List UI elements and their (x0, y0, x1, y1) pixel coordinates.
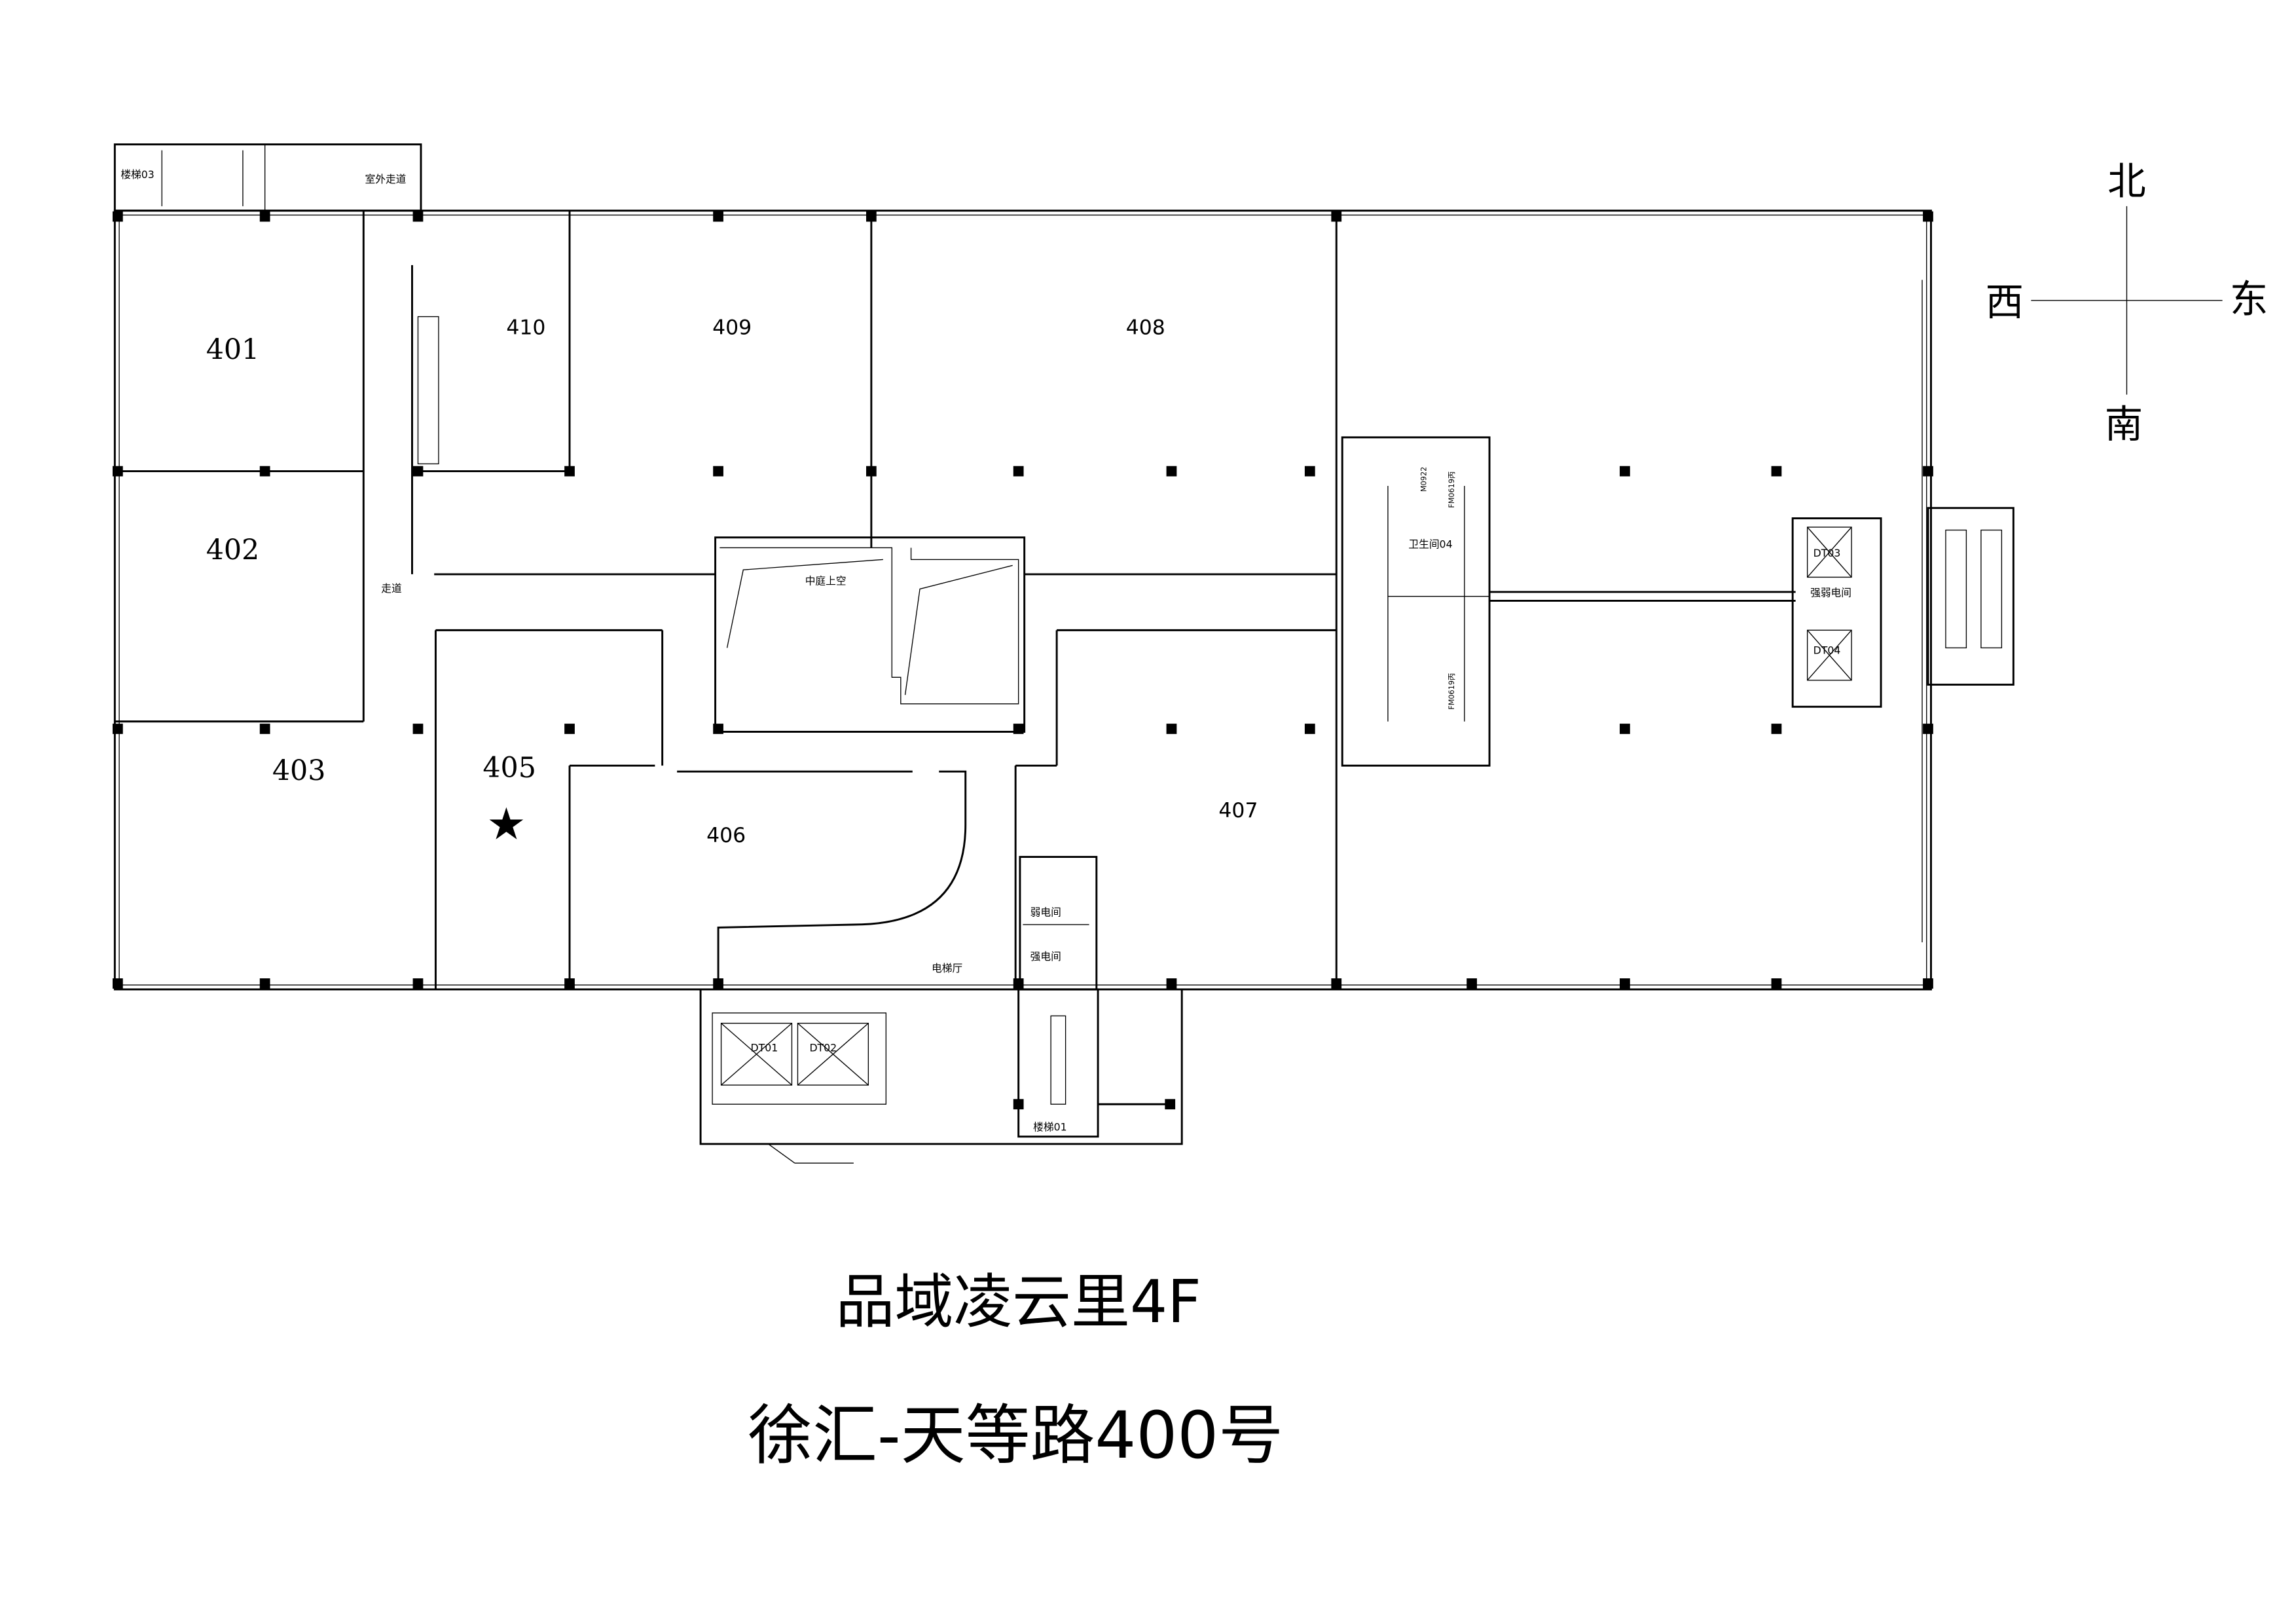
structural-column (713, 724, 723, 734)
structural-column (1165, 1099, 1176, 1110)
structural-column (1923, 211, 1933, 222)
room-403[interactable]: 403 (272, 755, 326, 788)
structural-column (112, 978, 123, 989)
structural-column (1013, 466, 1024, 477)
room-407[interactable]: 407 (1218, 799, 1258, 822)
restroom-block (1341, 436, 1491, 767)
room-410[interactable]: 410 (506, 316, 545, 339)
structural-column (1013, 978, 1024, 989)
compass-east: 东 (2230, 277, 2268, 322)
structural-column (1771, 466, 1782, 477)
structural-column (1304, 724, 1315, 734)
structural-column (866, 466, 877, 477)
label-dt02: DT02 (809, 1041, 837, 1054)
structural-column (1923, 978, 1933, 989)
structural-column (564, 466, 575, 477)
structural-column (1923, 724, 1933, 734)
structural-column (1923, 466, 1933, 477)
structural-column (112, 724, 123, 734)
compass: 北 南 西 东 (1986, 159, 2269, 447)
room-labels: 401 402 403 405 406 407 408 409 410 ★ 楼梯… (120, 168, 1851, 1134)
label-fm-door-1: FM0619丙 (1448, 471, 1456, 508)
stair-east (1927, 507, 2014, 686)
room-406[interactable]: 406 (706, 824, 746, 847)
label-corridor: 走道 (381, 582, 402, 595)
structural-column (259, 466, 270, 477)
structural-column (259, 978, 270, 989)
label-power-room-east: 强弱电间 (1810, 587, 1851, 599)
room-401[interactable]: 401 (206, 334, 260, 367)
elevator-core-east (1791, 517, 1882, 708)
structural-column (1771, 978, 1782, 989)
label-outdoor-corridor: 室外走道 (365, 173, 407, 185)
structural-column (1331, 978, 1342, 989)
label-dt01: DT01 (751, 1041, 778, 1054)
structural-column (1467, 978, 1477, 989)
stair-01-block (1017, 988, 1099, 1138)
label-fm-door-2: FM0619丙 (1448, 673, 1456, 710)
structural-column (259, 211, 270, 222)
structural-column (412, 978, 424, 989)
structural-column (259, 724, 270, 734)
label-stair01: 楼梯01 (1033, 1121, 1066, 1134)
structural-column (1166, 724, 1177, 734)
structural-column (412, 211, 424, 222)
walls (112, 143, 2014, 1164)
room-405[interactable]: 405 (483, 752, 536, 784)
structural-column (412, 724, 424, 734)
structural-column (1166, 978, 1177, 989)
label-restroom04: 卫生间04 (1408, 538, 1452, 550)
plan-address: 徐汇-天等路400号 (748, 1398, 1283, 1473)
room-402[interactable]: 402 (206, 534, 260, 566)
compass-north: 北 (2107, 159, 2145, 204)
structural-column (1013, 724, 1024, 734)
structural-column (1620, 466, 1630, 477)
structural-column (1620, 724, 1630, 734)
atrium-void (714, 536, 1026, 733)
label-dt04: DT04 (1813, 644, 1841, 656)
label-strong-power-room: 强电间 (1030, 950, 1061, 963)
structural-column (713, 466, 723, 477)
room-409[interactable]: 409 (712, 316, 752, 339)
label-m-door: M0922 (1419, 467, 1428, 492)
structural-column (713, 978, 723, 989)
structural-column (1771, 724, 1782, 734)
structural-column (713, 211, 723, 222)
structural-column (866, 211, 877, 222)
structural-column (112, 466, 123, 477)
label-elevator-hall: 电梯厅 (932, 962, 962, 974)
label-weak-power-room: 弱电间 (1030, 906, 1061, 918)
label-atrium: 中庭上空 (805, 575, 847, 587)
structural-column (1013, 1099, 1024, 1110)
label-stair03: 楼梯03 (120, 168, 154, 181)
stair-03-block (113, 143, 422, 212)
structural-column (1620, 978, 1630, 989)
structural-column (1331, 211, 1342, 222)
plan-title: 品域凌云里4F (835, 1268, 1201, 1337)
compass-south: 南 (2105, 402, 2143, 447)
structural-column (564, 724, 575, 734)
structural-column (1166, 466, 1177, 477)
structural-column (412, 466, 424, 477)
structural-column (112, 211, 123, 222)
label-dt03: DT03 (1813, 547, 1841, 559)
star-icon: ★ (486, 800, 526, 849)
structural-column (1304, 466, 1315, 477)
compass-west: 西 (1986, 280, 2024, 324)
structural-column (564, 978, 575, 989)
room-408[interactable]: 408 (1126, 316, 1165, 339)
